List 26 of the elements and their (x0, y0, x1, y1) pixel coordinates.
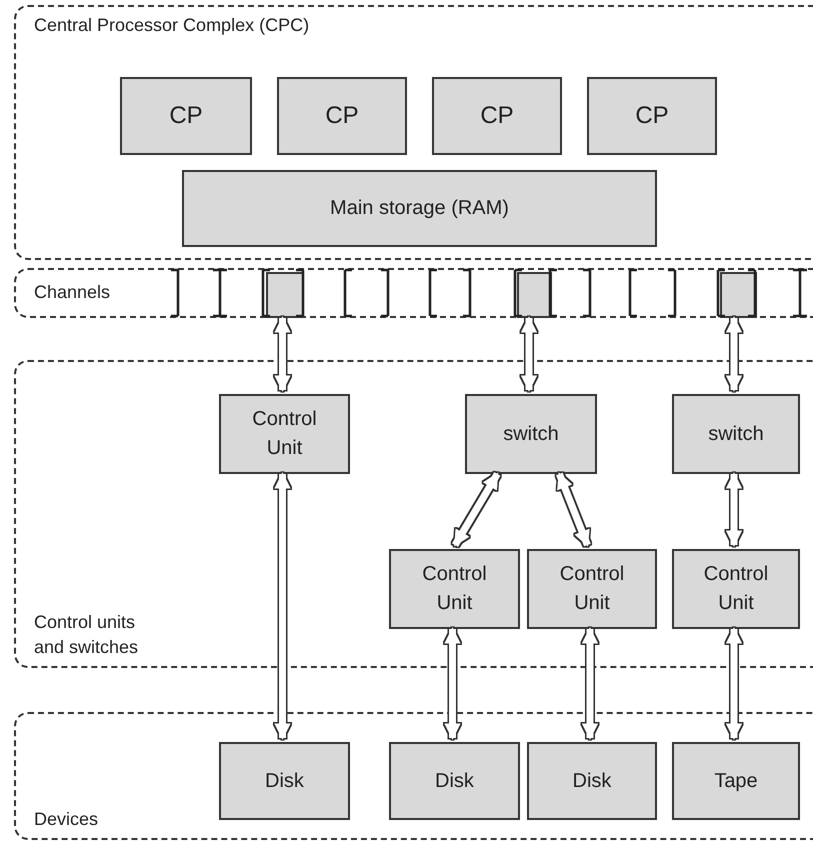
device-box: Disk (527, 742, 657, 820)
processor-box: CP (587, 77, 717, 155)
control-unit-box: Control Unit (219, 394, 350, 474)
memory-box: Main storage (RAM) (182, 170, 657, 247)
dashed-region (14, 5, 813, 260)
control-unit-box: Control Unit (672, 549, 800, 629)
switch-box: switch (672, 394, 800, 474)
dashed-region (14, 712, 813, 840)
control-unit-box: Control Unit (527, 549, 657, 629)
device-box: Disk (219, 742, 350, 820)
dashed-region (14, 268, 813, 318)
device-box: Disk (389, 742, 520, 820)
processor-box: CP (432, 77, 562, 155)
channel-box (517, 272, 552, 318)
device-box: Tape (672, 742, 800, 820)
channel-box (720, 272, 757, 318)
region-label: Devices (34, 808, 100, 831)
dashed-region (14, 360, 813, 668)
region-label: Central Processor Complex (CPC) (34, 14, 310, 37)
region-label: Control units and switches (34, 610, 140, 659)
processor-box: CP (277, 77, 407, 155)
channel-box (266, 272, 304, 318)
processor-box: CP (120, 77, 252, 155)
control-unit-box: Control Unit (389, 549, 520, 629)
switch-box: switch (465, 394, 597, 474)
region-label: Channels (34, 281, 112, 304)
